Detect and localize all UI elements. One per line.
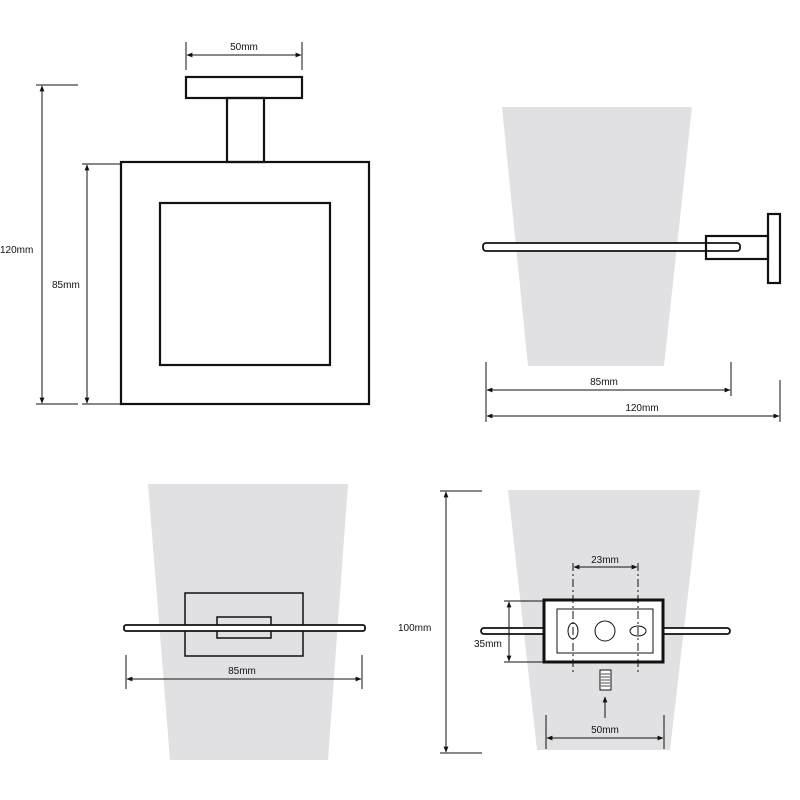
glass-silhouette	[148, 484, 348, 760]
inner-plate	[556, 608, 654, 654]
side-view: 85mm 120mm	[482, 107, 782, 422]
dimension-label: 50mm	[230, 42, 258, 53]
dimension-85mm: 85mm	[125, 655, 363, 689]
dimension-label: 85mm	[52, 280, 80, 291]
dimension-120mm: 120mm	[0, 84, 78, 405]
rod	[482, 242, 741, 252]
dimension-120mm: 120mm	[485, 380, 781, 422]
glass-silhouette	[502, 107, 692, 366]
screw-icon	[599, 669, 612, 691]
wall-plate	[184, 75, 304, 100]
dimension-label: 85mm	[590, 377, 618, 388]
front-view: 50mm 120mm 85mm	[0, 42, 371, 406]
dimension-label: 120mm	[0, 245, 33, 256]
dimension-label: 23mm	[591, 555, 619, 566]
dimension-label: 120mm	[625, 403, 658, 414]
dimension-label: 85mm	[228, 666, 256, 677]
dimension-label: 35mm	[474, 639, 502, 650]
dimension-23mm: 23mm	[573, 555, 638, 570]
dimension-50mm: 50mm	[545, 715, 665, 749]
dimension-100mm: 100mm	[398, 490, 482, 754]
center-hole	[594, 620, 616, 642]
rod	[123, 624, 366, 632]
dimension-50mm: 50mm	[185, 42, 303, 70]
back-view: 23mm 35mm 100mm 50mm	[398, 490, 731, 754]
wall-plate	[542, 598, 665, 664]
outer-frame	[119, 160, 371, 406]
wall-plate	[766, 212, 782, 285]
dimension-label: 100mm	[398, 623, 431, 634]
dimension-85mm: 85mm	[52, 163, 120, 405]
dimension-35mm: 35mm	[474, 600, 544, 663]
slot-hole-horizontal	[629, 625, 647, 637]
inner-frame	[158, 201, 332, 367]
dimension-label: 50mm	[591, 725, 619, 736]
top-view: 85mm	[123, 484, 366, 760]
stem	[225, 96, 266, 164]
dimension-85mm: 85mm	[485, 362, 732, 396]
